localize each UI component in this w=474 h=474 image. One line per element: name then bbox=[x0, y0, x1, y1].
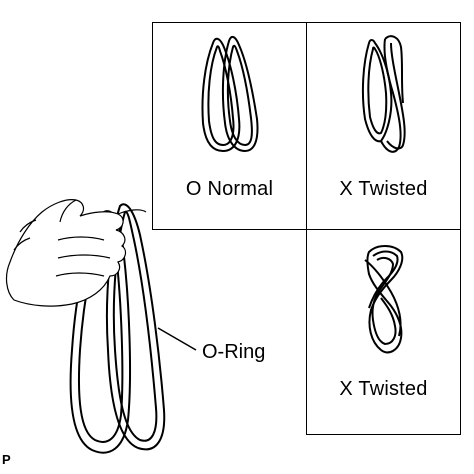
hand-illustration bbox=[5, 199, 147, 307]
panel-normal: O Normal bbox=[152, 22, 307, 230]
pass-mark: O bbox=[185, 178, 202, 200]
twisted-caption-1: X Twisted bbox=[307, 178, 460, 201]
normal-oring-icon bbox=[201, 35, 259, 153]
panel-twisted-2: X Twisted bbox=[306, 229, 461, 435]
panel-twisted-1: X Twisted bbox=[306, 22, 461, 230]
twisted-label-1: Twisted bbox=[358, 178, 428, 200]
fail-mark-1: X bbox=[339, 178, 353, 200]
twisted-oring-icon-2 bbox=[364, 245, 404, 354]
corner-mark: P bbox=[2, 452, 11, 467]
twisted-label-2: Twisted bbox=[358, 378, 428, 400]
oring-callout-leader bbox=[157, 327, 197, 351]
normal-caption: O Normal bbox=[153, 178, 306, 201]
twisted-oring-icon-1 bbox=[361, 35, 406, 153]
normal-label: Normal bbox=[207, 178, 274, 200]
oring-callout-label: O-Ring bbox=[202, 341, 266, 363]
twisted-caption-2: X Twisted bbox=[307, 378, 460, 401]
fail-mark-2: X bbox=[339, 378, 353, 400]
